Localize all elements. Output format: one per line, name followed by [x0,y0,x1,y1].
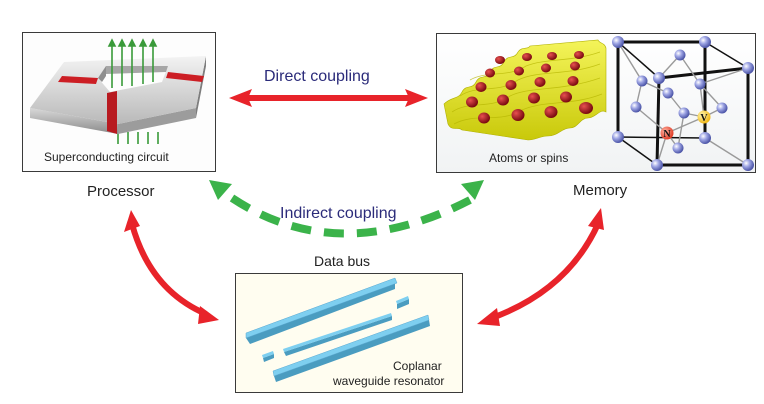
processor-bus-arrow [124,210,219,324]
nitrogen-atom [660,126,674,140]
indirect-coupling-label: Indirect coupling [280,205,397,222]
memory-label: Memory [573,182,628,199]
direct-coupling-arrow [229,89,428,107]
indirect-coupling-arrow [209,180,484,238]
memory-bus-arrow [477,208,604,326]
vacancy-site [697,110,711,124]
atoms-lattice-illustration [443,39,607,141]
processor-label: Processor [87,183,155,200]
superconducting-circuit-illustration [30,38,206,144]
nv-center-lattice-illustration: N V [612,36,754,171]
resonator-caption-line1: Coplanar [393,359,442,373]
data-bus-label: Data bus [314,253,371,269]
memory-caption: Atoms or spins [489,151,569,165]
processor-caption: Superconducting circuit [44,150,169,164]
nitrogen-label: N [663,129,671,140]
vacancy-label: V [700,113,708,124]
coplanar-waveguide-illustration [245,277,430,382]
resonator-caption-line2: waveguide resonator [333,374,445,388]
direct-coupling-label: Direct coupling [264,68,370,85]
